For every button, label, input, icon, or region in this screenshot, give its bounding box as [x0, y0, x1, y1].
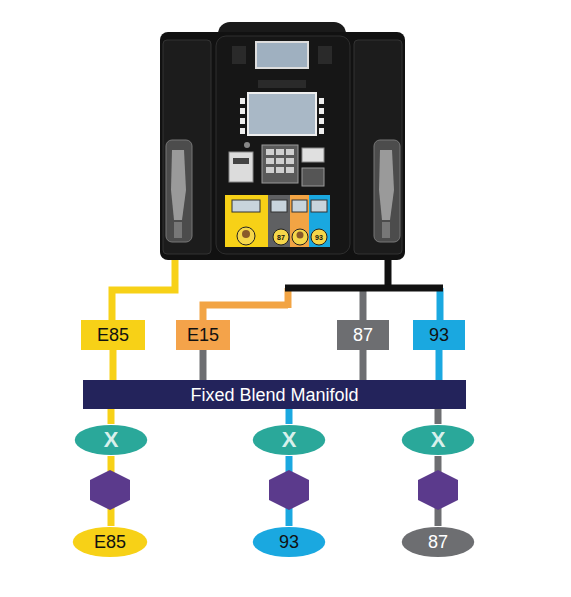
grade-badge-label: 87 [277, 234, 285, 241]
node-label: 93 [279, 533, 299, 551]
grade-badge-label: 93 [315, 234, 323, 241]
node-label: 93 [429, 326, 449, 344]
node-label: X [282, 429, 297, 451]
node-label: 87 [353, 326, 373, 344]
pump-ellipse: X [401, 424, 475, 456]
pipe-line [108, 409, 115, 424]
node-label: X [431, 429, 446, 451]
product-box: E85 [81, 320, 145, 350]
manifold-band: Fixed Blend Manifold [83, 380, 466, 409]
pipe-line [200, 350, 207, 380]
pump-ellipse: X [252, 424, 326, 456]
tank-ellipse: E85 [72, 526, 148, 558]
tank-ellipse: 87 [401, 526, 475, 558]
node-label: E15 [187, 326, 219, 344]
pump-ellipse: X [74, 424, 148, 456]
product-box: 87 [337, 320, 389, 350]
node-label: E85 [97, 326, 129, 344]
pipe-line [286, 409, 293, 424]
pipe-line [435, 409, 442, 424]
pipe-line [360, 350, 367, 380]
product-box: E15 [176, 320, 230, 350]
tank-ellipse: 93 [252, 526, 326, 558]
node-label: 87 [428, 533, 448, 551]
node-label: Fixed Blend Manifold [190, 386, 358, 404]
pipe-line [110, 350, 117, 380]
node-label: X [104, 429, 119, 451]
product-box: 93 [413, 320, 465, 350]
pipe-line [436, 350, 443, 380]
node-label: E85 [94, 533, 126, 551]
